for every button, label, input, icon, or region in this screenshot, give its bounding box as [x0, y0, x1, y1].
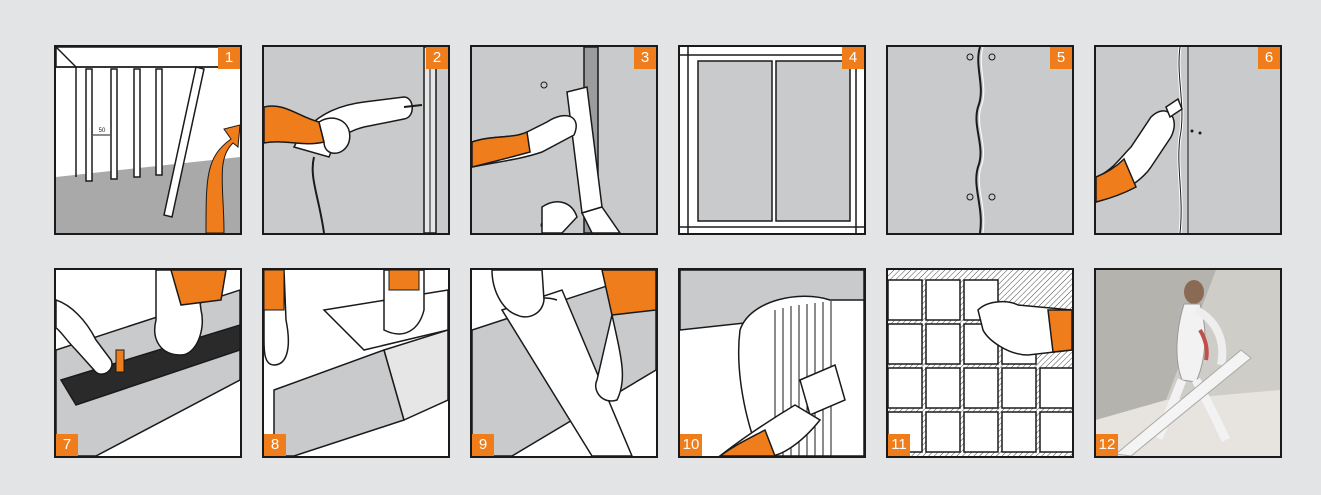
step-panel-10: 10 [678, 268, 866, 458]
worker-photo-icon [1096, 270, 1280, 456]
step-panel-7: 7 [54, 268, 242, 458]
step-number-badge: 11 [888, 434, 910, 456]
step-panel-6: 6 [1094, 45, 1282, 235]
wall-panels-icon [680, 47, 864, 233]
step-number-badge: 10 [680, 434, 702, 456]
saw-board-icon [472, 270, 656, 456]
drill-screw-icon [264, 47, 448, 233]
step-number-badge: 5 [1050, 47, 1072, 69]
lay-tiles-icon [888, 270, 1072, 456]
step-number-badge: 1 [218, 47, 240, 69]
score-board-ruler-icon [56, 270, 240, 456]
step-number-badge: 12 [1096, 434, 1118, 456]
step-number-badge: 8 [264, 434, 286, 456]
step-panel-11: 11 [886, 268, 1074, 458]
step-panel-4: 4 [678, 45, 866, 235]
step-panel-5: 5 [886, 45, 1074, 235]
caulking-gun-icon [472, 47, 656, 233]
step-panel-12: 12 [1094, 268, 1282, 458]
trowel-adhesive-icon [680, 270, 864, 456]
step-number-badge: 9 [472, 434, 494, 456]
stud-frame-raise-icon: 50 [56, 47, 240, 233]
step-number-badge: 6 [1258, 47, 1280, 69]
step-panel-1: 50 1 [54, 45, 242, 235]
step-number-badge: 2 [426, 47, 448, 69]
step-panel-2: 2 [262, 45, 450, 235]
spacing-label: 50 [99, 128, 106, 134]
smooth-seam-icon [1096, 47, 1280, 233]
sealant-seam-icon [888, 47, 1072, 233]
step-number-badge: 3 [634, 47, 656, 69]
snap-board-icon [264, 270, 448, 456]
step-number-badge: 7 [56, 434, 78, 456]
step-panel-8: 8 [262, 268, 450, 458]
step-number-badge: 4 [842, 47, 864, 69]
step-panel-3: 3 [470, 45, 658, 235]
step-panel-9: 9 [470, 268, 658, 458]
